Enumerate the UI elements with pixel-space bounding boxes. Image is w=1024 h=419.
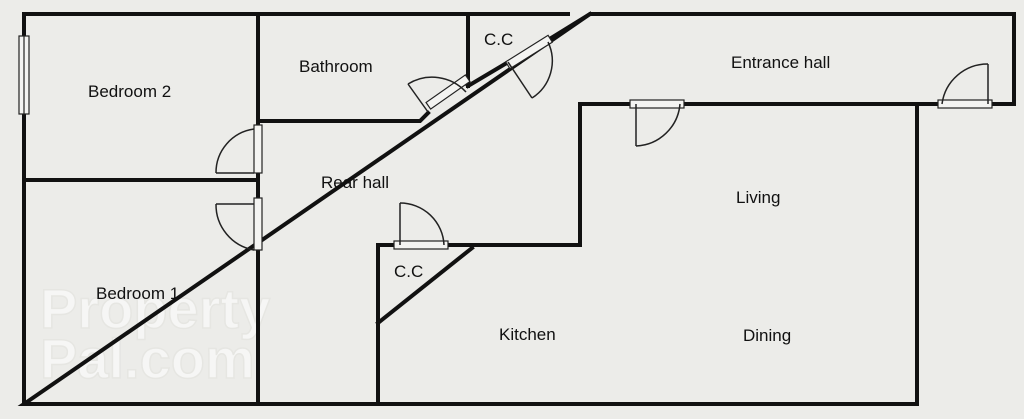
door-living (629, 99, 685, 147)
room-label-living: Living (736, 188, 780, 207)
door-cc-top (504, 34, 554, 99)
door-bathroom (407, 74, 471, 113)
door-bedroom-2 (215, 124, 263, 174)
room-label-bedroom-1: Bedroom 1 (96, 284, 179, 303)
room-label-dining: Dining (743, 326, 791, 345)
room-label-bathroom: Bathroom (299, 57, 373, 76)
living-step-wall (448, 102, 582, 247)
room-label-bedroom-2: Bedroom 2 (88, 82, 171, 101)
door-bedroom-1 (215, 197, 263, 251)
door-cc-bottom (393, 202, 449, 250)
room-label-rear-hall: Rear hall (321, 173, 389, 192)
room-label-entrance-hall: Entrance hall (731, 53, 830, 72)
window-left (18, 35, 30, 115)
room-labels: Bedroom 2 Bathroom C.C Entrance hall Rea… (88, 30, 830, 345)
bathroom-wall (256, 110, 431, 123)
room-label-kitchen: Kitchen (499, 325, 556, 344)
cc-bottom-diagonal (375, 245, 475, 326)
walls (17, 11, 1016, 406)
watermark-line-2: Pal.com (40, 327, 255, 390)
diagonal-wall (465, 11, 593, 89)
watermark: Property Pal.com (39, 276, 271, 391)
room-label-cc-top: C.C (484, 30, 513, 49)
watermark-line-1: Property (40, 277, 270, 340)
room-label-cc-bottom: C.C (394, 262, 423, 281)
door-entrance (937, 63, 993, 109)
